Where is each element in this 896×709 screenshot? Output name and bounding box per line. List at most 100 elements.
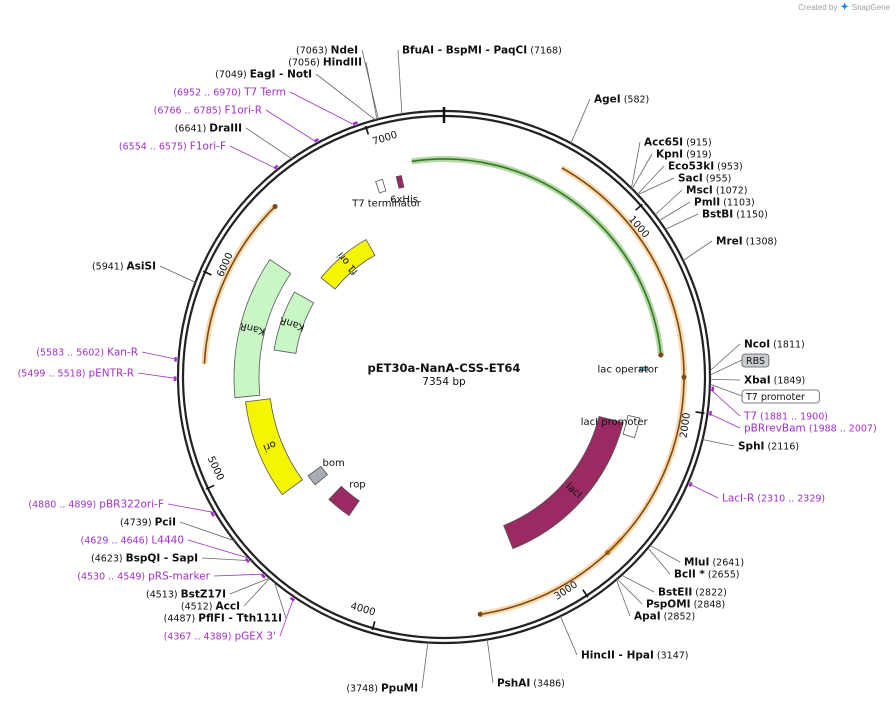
leader-saci-955 [638,178,674,195]
leader-sphi-2116 [703,439,734,446]
orf-glow-0 [562,168,684,377]
label-name: pENTR-R [88,368,134,380]
primer-label-pgex-3: (4367 .. 4389) pGEX 3' [164,631,276,643]
label-position: (7168) [527,46,562,57]
leader-bfuai-bspmi-paqci-7168 [398,50,402,114]
label-position: (4513) [146,590,181,601]
label-name: pRS-marker [148,571,211,583]
label-position: (1150) [733,210,768,221]
label-name: AgeI [594,94,621,106]
label-position: (1308) [743,237,778,248]
primer-marker-l4440 [246,559,249,562]
label-name: PspOMI [646,599,691,611]
label-name: PshAI [497,678,530,690]
enzyme-label-bfuai-bspmi-paqci: BfuAI - BspMI - PaqCI (7168) [402,45,562,57]
primer-label-laci-r: LacI-R (2310 .. 2329) [722,493,825,505]
boxed-feature-t7-promoter: T7 promoter [742,390,819,403]
label-name: AccI [216,601,240,613]
label-position: (4512) [181,602,216,613]
leader-bstz17i-4513 [230,578,270,594]
primer-marker-f1ori-r [314,139,318,141]
boxed-feature-label: RBS [746,356,765,367]
enzyme-label-sphi: SphI (2116) [738,441,799,453]
label-name: pBRrevBam [744,423,806,435]
leader-pshai-3486 [487,639,493,683]
label-position: (6766 .. 6785) [154,106,225,117]
leader-mrei-1308 [683,241,712,261]
label-position: (2822) [692,588,727,599]
leader-kan-r-5592 [142,352,179,360]
enzyme-label-mlui: MluI (2641) [684,557,744,569]
leader-kpni-919 [632,154,652,189]
label-position: (3147) [654,651,689,662]
label-name: BfuAI - BspMI - PaqCI [402,45,527,57]
feature-label-rop-5: rop [349,480,365,491]
orf-arrowhead-4 [658,352,663,357]
orf-line-0 [562,168,684,377]
label-position: (5583 .. 5602) [36,348,107,359]
enzyme-label-eagi-noti: (7049) EagI - NotI [215,69,312,81]
leader-prs-marker-4539 [214,574,265,576]
label-name: Acc65I [644,137,683,149]
center-layer: pET30a-NanA-CSS-ET64 7354 bp [368,361,521,388]
label-name: F1ori-R [225,105,262,117]
feature-t7-terminator-9 [376,179,386,193]
label-position: (953) [714,162,743,173]
feature-label-6xhis-10: 6xHis [390,194,418,205]
primer-label-l4440: (4629 .. 4646) L4440 [81,535,184,547]
label-name: F1ori-F [190,141,226,153]
enzyme-label-draiii: (6641) DraIII [175,123,242,135]
tick-label-7000: 7000 [371,130,399,148]
orf-arrowhead-3 [273,204,278,209]
orf-arrowhead-0 [681,375,686,380]
label-name: NcoI [744,339,770,351]
enzyme-label-xbai: XbaI (1849) [744,375,805,387]
label-position: (1072) [713,186,748,197]
primer-marker-f1ori-f [274,166,278,169]
label-position: (2116) [764,442,799,453]
primer-marker-pbrrevbam [710,411,711,416]
primer-marker-pbr322ori-f [211,512,213,516]
enzyme-label-bstz17i: (4513) BstZ17I [146,589,226,601]
leader-bstbi-1150 [665,214,698,229]
label-name: MscI [686,185,713,197]
label-position: (2852) [661,612,696,623]
enzyme-label-bstbi: BstBI (1150) [702,209,768,221]
label-name: AsiSI [127,261,156,273]
enzyme-label-ndei: (7063) NdeI [296,45,358,57]
leader-hindiii-7056 [366,62,377,120]
feature-6xhis-10 [396,175,404,188]
label-position: (4623) [91,554,126,565]
label-position: (6952 .. 6970) [173,88,244,99]
primer-label-t7: T7 (1881 .. 1900) [743,411,828,423]
leader-ncoi-1811 [710,344,740,371]
leader-eco53ki-953 [637,166,664,194]
label-position: (4367 .. 4389) [164,632,235,643]
enzyme-label-kpni: KpnI (919) [656,149,712,161]
label-name: MreI [716,236,743,248]
leader-box-t7-promoter [710,384,742,396]
enzyme-label-saci: SacI (955) [678,173,731,185]
created-by-text: Created by [798,3,837,12]
enzyme-label-acci: (4512) AccI [181,601,240,613]
label-name: XbaI [744,375,771,387]
label-name: pGEX 3' [234,631,276,643]
enzyme-label-ppumi: (3748) PpuMI [346,683,418,695]
label-name: PpuMI [381,683,418,695]
primer-marker-t7-term [353,122,357,124]
label-name: ApaI [634,611,661,623]
label-name: Kan-R [107,347,138,359]
tick-label-2000: 2000 [679,412,693,439]
leader-pbrrevbam-1997 [708,413,740,428]
feature-laci-4 [504,416,624,548]
label-position: (2641) [709,558,744,569]
label-name: MluI [684,557,709,569]
enzyme-label-pcii: (4739) PciI [120,517,176,529]
label-name: BstEII [658,587,692,599]
primer-label-pbr322ori-f: (4880 .. 4899) pBR322ori-F [28,499,164,511]
label-name: pBR322ori-F [99,499,164,511]
label-position: (7063) [296,46,331,57]
label-position: (915) [683,138,712,149]
label-name: LacI-R [722,493,754,505]
label-position: (3486) [530,679,565,690]
